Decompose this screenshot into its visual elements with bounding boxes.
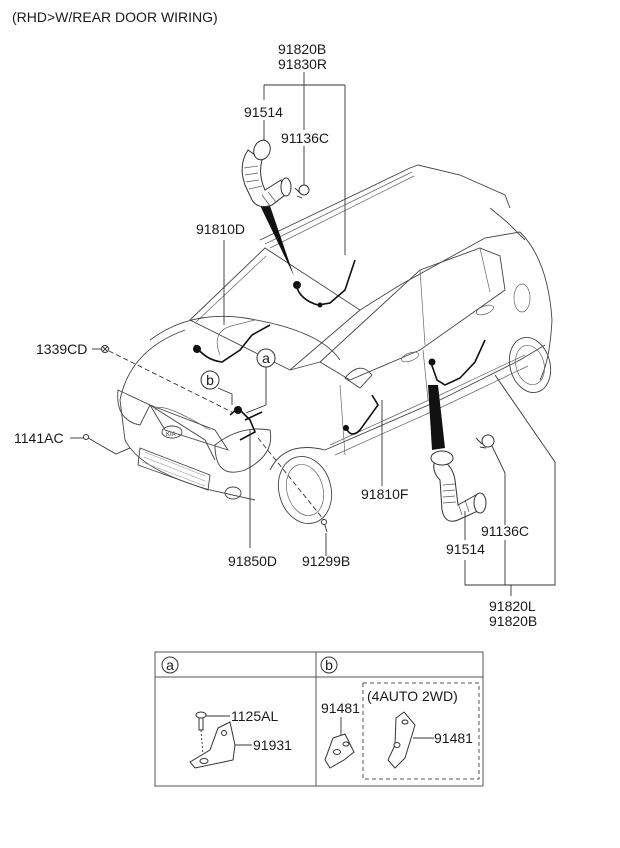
rear-hose-pointer [428,385,445,450]
svg-text:KIA: KIA [166,432,176,438]
rear-clip-91136c [475,434,495,449]
bolt-1125al-icon [195,711,207,756]
grommet-ring-icon [253,139,271,161]
label-91830r: 91830R [278,56,327,72]
bolt-1141ac-icon [83,434,96,443]
callout-labels: 91820B 91830R 91514 91136C 91810D 1339CD… [14,41,537,629]
detail-cell-a: a 1125AL 91931 [161,656,292,769]
label-1125al: 1125AL [231,708,278,724]
label-91850d: 91850D [228,553,277,569]
label-91820b-front: 91820B [278,41,326,57]
ref-marker-a[interactable]: a [256,348,276,368]
screw-1339cd-icon [101,345,109,353]
label-1339cd: 1339CD [36,341,87,357]
front-grommet-hose [241,139,292,208]
bracket-91481-icon [324,733,355,769]
label-91299b: 91299B [302,553,350,569]
detail-ref-b: b [320,656,338,674]
ref-marker-b[interactable]: b [200,370,220,390]
label-91810d: 91810D [196,221,245,237]
detail-table: a 1125AL 91931 b 9 [154,651,484,787]
label-91481-variant: 91481 [434,730,473,746]
svg-text:b: b [206,372,214,388]
label-91136c-front: 91136C [281,130,329,146]
car-body-outline: KIA [117,164,553,524]
svg-text:a: a [166,657,174,673]
label-91481-left: 91481 [321,700,360,716]
label-91136c-rear: 91136C [481,523,529,539]
diagram-title: (RHD>W/REAR DOOR WIRING) [12,9,218,25]
bracket-91481-variant-icon [387,711,416,769]
label-91931: 91931 [253,737,292,753]
label-91820l: 91820L [489,598,536,614]
variant-box [362,682,480,780]
label-91810f: 91810F [361,486,408,502]
detail-cell-b: b 91481 (4AUTO 2WD) 91481 [320,656,480,780]
label-91514-front: 91514 [244,104,283,120]
label-91820b-rear: 91820B [489,613,537,629]
detail-ref-a: a [161,656,179,674]
svg-text:b: b [325,657,333,673]
kia-badge [161,425,183,439]
variant-label-4auto-2wd: (4AUTO 2WD) [367,688,458,704]
front-hose-pointer [255,195,294,276]
leader-lines [70,72,556,596]
label-91514-rear: 91514 [446,541,485,557]
screw-91299b-icon [321,519,328,533]
svg-text:a: a [262,350,270,366]
bracket-91931-icon [189,721,236,769]
label-1141ac: 1141AC [14,430,64,446]
rear-grommet-hose [430,450,487,522]
front-clip-91136c [294,184,310,199]
headliner-harness [295,259,356,306]
